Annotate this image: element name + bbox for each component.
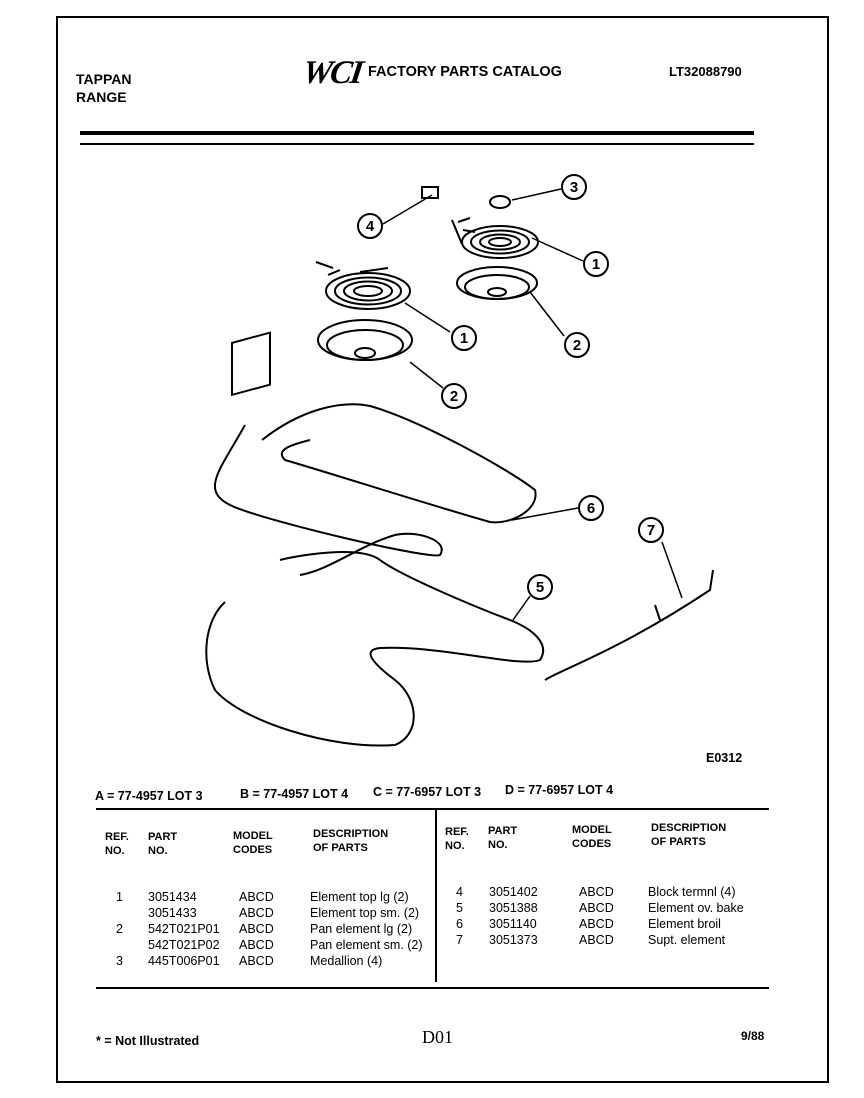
- terminal-block-icon: [421, 186, 439, 199]
- page-frame: [56, 16, 829, 1083]
- header-ref-right: REF.NO.: [445, 826, 469, 852]
- brand-name: TAPPAN: [76, 71, 132, 87]
- table-row: 1 3051434 ABCD Element top lg (2): [116, 890, 409, 904]
- revision-date: 9/88: [741, 1029, 765, 1043]
- header-ref: REF.NO.: [105, 831, 129, 857]
- drip-pan-large-icon: [456, 266, 538, 300]
- support-tab-icon: [654, 604, 661, 621]
- header-rule-thick: [80, 131, 754, 135]
- callout-4: 4: [366, 218, 375, 235]
- broil-bracket-icon: [231, 331, 271, 397]
- element-support-icon: [544, 569, 714, 681]
- bake-element-icon: [205, 551, 545, 747]
- callout-1b: 1: [592, 256, 600, 273]
- medallion-icon: [489, 195, 511, 209]
- callout-7: 7: [647, 522, 655, 539]
- figure-code: E0312: [706, 751, 743, 765]
- parts-list-left: 1 3051434 ABCD Element top lg (2) 305143…: [116, 889, 436, 969]
- table-row: 4 3051402 ABCD Block termnl (4): [456, 885, 736, 899]
- callout-6: 6: [587, 500, 595, 517]
- callout-5: 5: [536, 579, 544, 596]
- catalog-title: FACTORY PARTS CATALOG: [368, 64, 562, 80]
- surface-element-large-icon: [451, 217, 539, 259]
- callout-2b: 2: [573, 337, 581, 354]
- page-code: D01: [422, 1027, 453, 1047]
- table-bottom-rule: [96, 987, 769, 989]
- broil-element-icon: [213, 331, 537, 576]
- model-code-b: B = 77-4957 LOT 4: [240, 787, 349, 801]
- callout-1a: 1: [460, 330, 468, 347]
- table-row: 6 3051140 ABCD Element broil: [456, 917, 721, 931]
- table-row: 7 3051373 ABCD Supt. element: [456, 933, 726, 947]
- drip-pan-small-icon: [317, 319, 413, 361]
- parts-list-right: 4 3051402 ABCD Block termnl (4) 5 305138…: [456, 884, 766, 948]
- table-top-rule: [96, 808, 769, 810]
- model-code-d: D = 77-6957 LOT 4: [505, 783, 614, 797]
- not-illustrated-note: * = Not Illustrated: [96, 1034, 200, 1048]
- catalog-number: LT32088790: [669, 64, 742, 79]
- table-center-divider: [435, 810, 437, 982]
- table-row: 3051433 ABCD Element top sm. (2): [148, 906, 420, 920]
- callout-2a: 2: [450, 388, 458, 405]
- table-row: 3 445T006P01 ABCD Medallion (4): [116, 954, 383, 968]
- header-rule-thin: [80, 143, 754, 145]
- product-type: RANGE: [76, 89, 127, 105]
- table-row: 542T021P02 ABCD Pan element sm. (2): [148, 938, 423, 952]
- model-code-c: C = 77-6957 LOT 3: [373, 785, 482, 799]
- model-code-a: A = 77-4957 LOT 3: [95, 789, 203, 803]
- table-row: 5 3051388 ABCD Element ov. bake: [456, 901, 744, 915]
- callout-3: 3: [570, 179, 578, 196]
- table-row: 2 542T021P01 ABCD Pan element lg (2): [116, 922, 413, 936]
- surface-element-small-icon: [315, 261, 411, 310]
